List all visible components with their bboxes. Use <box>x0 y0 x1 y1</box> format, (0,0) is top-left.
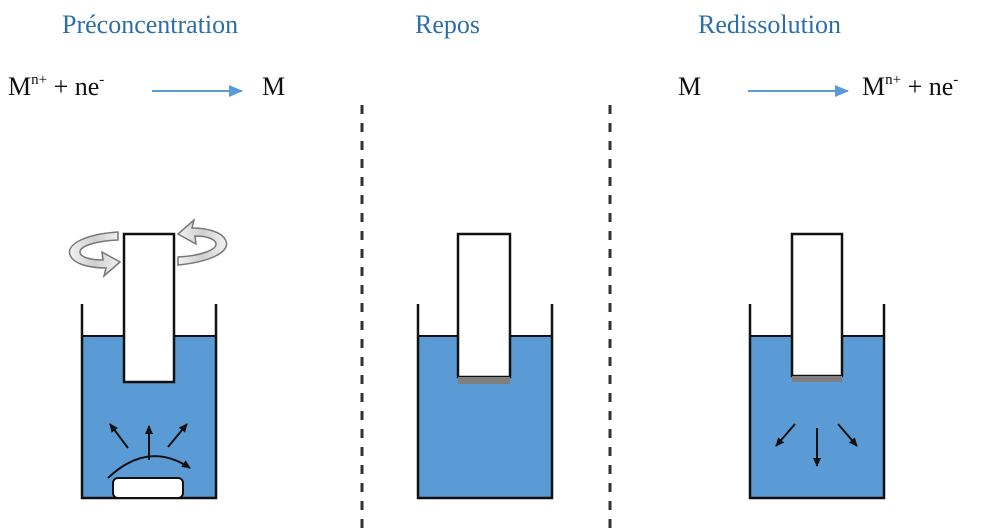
electrode <box>122 232 176 384</box>
equation-oxidation-right: Mn+ + ne- <box>862 72 958 102</box>
beaker <box>748 304 886 500</box>
equation-reduction-right: M <box>262 72 285 102</box>
stage-title-preconcentration: Préconcentration <box>62 10 239 39</box>
metal-deposit <box>458 377 510 384</box>
electrode <box>456 232 512 379</box>
beaker <box>416 304 554 500</box>
stage-title-repos: Repos <box>415 10 480 39</box>
metal-deposit <box>792 376 842 382</box>
stripping-arrows-icon <box>775 423 858 467</box>
equation-oxidation-left: M <box>678 72 701 102</box>
stir-bar-icon <box>112 477 184 499</box>
stage-title-redissolution: Redissolution <box>698 10 842 39</box>
rotation-arrows-icon <box>68 217 228 279</box>
eq-ox-ion: M <box>862 72 886 101</box>
eq-ox-m: M <box>678 72 702 101</box>
cell-redissolution <box>748 232 886 500</box>
eq-red-m: M <box>8 72 32 101</box>
eq-ox-charge: n+ <box>885 72 902 88</box>
eq-red-product: M <box>262 72 286 101</box>
cell-preconcentration <box>68 217 228 500</box>
diffusion-arrows-icon <box>107 423 191 479</box>
cell-repos <box>416 232 554 500</box>
eq-red-electrons: + ne <box>47 72 100 101</box>
electrode <box>790 232 844 378</box>
equation-reduction-left: Mn+ + ne- <box>8 72 104 102</box>
eq-ox-electron-charge: - <box>953 72 959 88</box>
eq-ox-electrons: + ne <box>901 72 954 101</box>
eq-red-charge: n+ <box>31 72 48 88</box>
eq-red-electron-charge: - <box>99 72 105 88</box>
